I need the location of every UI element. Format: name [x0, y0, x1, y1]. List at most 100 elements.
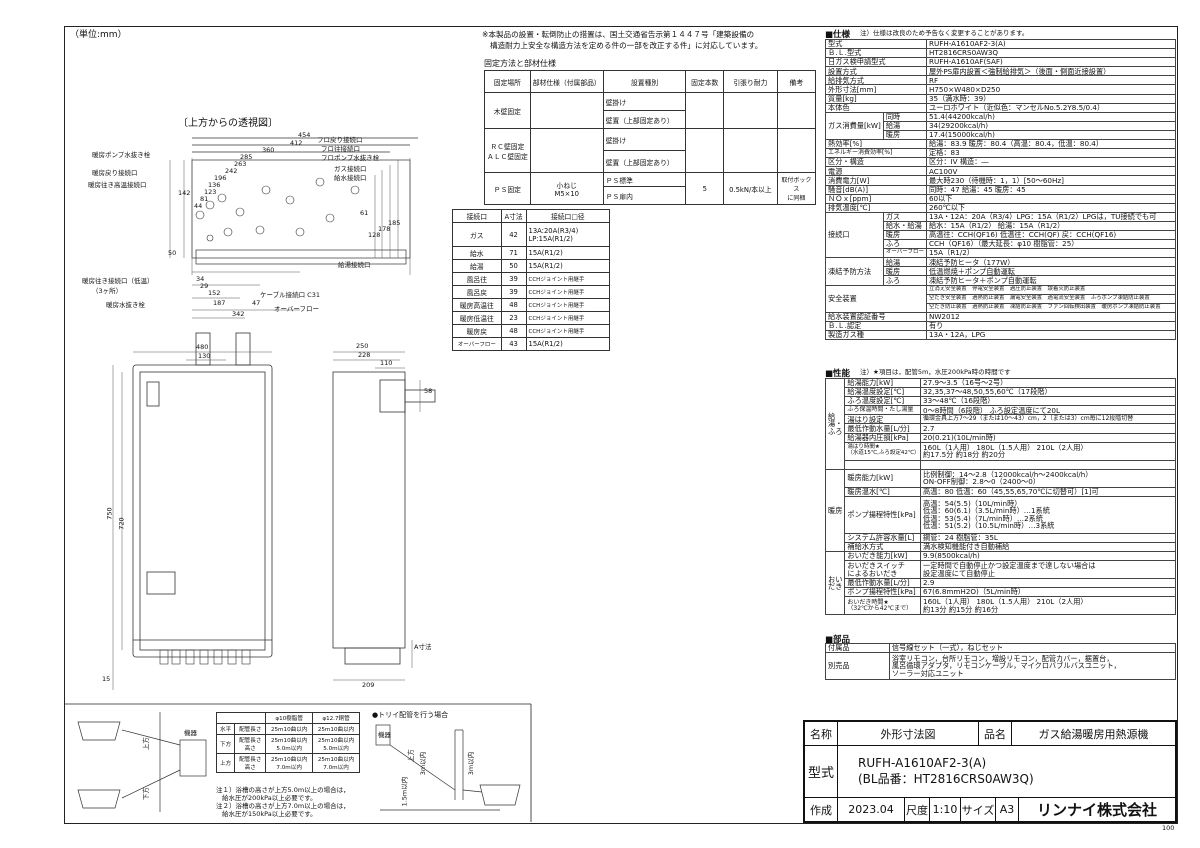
fixing-title: 固定方法と部材仕様 — [484, 59, 556, 68]
conn-size: CCHジョイント用継手 — [525, 311, 610, 325]
title-scale: 1:10 — [929, 797, 961, 822]
conn-size: 15A(R1/2) — [525, 259, 610, 273]
side-dim-209: 209 — [362, 681, 375, 689]
spec-value: 屋外PS扉内設置＜強制給排気＞（後面・側面近接設置） — [925, 66, 1177, 77]
label-three-places: （3ヶ所） — [92, 287, 123, 295]
pipe-header — [215, 712, 267, 724]
perf-value: 高温：54(5.5)（10L/min時） 低温：60(6.1)（3.5L/min… — [920, 495, 1176, 534]
conn-a: 48 — [500, 298, 527, 312]
notice-line-1: ※本製品の設置・転倒防止の措置は、国土交通省告示第１４４７号「建築設備の — [482, 30, 755, 39]
spec-label: 消費電力[W] — [825, 175, 927, 186]
spec-value: CCH（QF16）（最大延長：φ10 樹脂管：25） — [925, 239, 1177, 250]
fixing-type: 壁掛け — [602, 92, 687, 111]
spec-value: 凍結予防ヒータ＋ポンプ自動運転 — [925, 275, 1177, 286]
dim-360: 360 — [262, 146, 275, 154]
conn-name: 暖房高温往 — [452, 298, 502, 312]
perf-label: ふろ保温時間・たし湯量 — [844, 405, 922, 416]
title-date: 2023.04 — [837, 797, 905, 822]
pipe-header: φ12.7銅管 — [312, 712, 360, 724]
perf-label: 給湯器内圧損[kPa] — [844, 432, 922, 443]
perf-label: 暖房温水[℃] — [844, 486, 922, 497]
label-heating-high: 暖房往き高温接続口 — [88, 181, 147, 189]
title-company: リンナイ株式会社 — [1018, 797, 1176, 822]
page-number: 100 — [1162, 824, 1175, 832]
spec-sublabel: 暖房 — [882, 129, 927, 141]
parts-label: 別売品 — [825, 652, 890, 681]
fixing-type: 壁掛け — [602, 128, 687, 151]
perf-oidaki-label: おいだき — [824, 551, 846, 616]
spec-value: 13A・12A，LPG — [925, 329, 1177, 341]
perf-label: おいだき時間★ （32℃から42℃まで） — [844, 596, 922, 616]
perf-value: 2.9 — [920, 578, 1176, 589]
fixing-table: 固定場所 部材仕様（付属部品） 設置種別 固定本数 引張り耐力 備考 木壁固定壁… — [484, 70, 817, 205]
perf-label: システム許容水量[L] — [844, 532, 922, 543]
perf-label: 湯はり設定 — [844, 414, 922, 425]
spec-label: 給排気方式 — [825, 75, 927, 86]
pipe-val: 25m10曲以内 5.0m以内 — [312, 734, 360, 754]
spec-label: 日ガス検申請型式 — [825, 57, 927, 68]
dim-196: 196 — [214, 174, 227, 182]
perf-label: 最低作動水量[L/分] — [844, 578, 922, 589]
perf-label: 湯はり時間★ （水道15℃,ふろ設定42℃） — [844, 441, 922, 461]
dim-47: 47 — [252, 299, 261, 307]
fixing-header-member: 部材仕様（付属部品） — [529, 70, 604, 93]
pipe-kind: 配管長さ — [234, 723, 267, 735]
notice-line-2: 構造耐力上安全な構造方法を定める件の一部を改正する件」に対応しています。 — [490, 41, 763, 50]
spec-value: 60以下 — [925, 193, 1177, 204]
side-view-outline — [332, 371, 436, 665]
perf-value: 満水検知機能付き自動補給 — [920, 541, 1176, 553]
pipe-dir: 上方 — [215, 753, 236, 773]
perf-label: ポンプ揚程特性[kPa] — [844, 587, 922, 598]
perf-label: おいだき能力[kW] — [844, 551, 922, 562]
spec-value: HT2816CRS0AW3Q — [925, 48, 1177, 59]
spec-label: 本体色 — [825, 102, 927, 113]
spec-value: RUFH-A1610AF(SAF) — [925, 57, 1177, 68]
spec-label: 騒音[dB(A)] — [825, 184, 927, 195]
fixing-header-place: 固定場所 — [484, 70, 531, 93]
conn-header: A寸法 — [500, 209, 527, 223]
spec-value: 区分：IV 構造：― — [925, 157, 1177, 168]
dim-185: 185 — [388, 219, 401, 227]
perf-label: おいだきスイッチ によるおいだき — [844, 560, 922, 580]
perf-label: 給湯温度設定[℃] — [844, 387, 922, 398]
unit-note: （単位:mm） — [70, 30, 127, 40]
top-view-connectors — [195, 177, 360, 242]
perf-value: 20(0.21)(10L/min時) — [920, 432, 1176, 443]
conn-a: 43 — [500, 337, 527, 351]
spec-value: 15A（R1/2） — [925, 248, 1177, 259]
conn-header: 接続口□径 — [525, 209, 610, 223]
label-hot-water-port: 給湯接続口 — [338, 261, 371, 269]
front-view-bottom-fittings — [159, 649, 251, 665]
label-gas-port: ガス接続口 — [334, 165, 367, 173]
conn-name: 給水 — [452, 246, 502, 260]
parts-label: 付属品 — [825, 642, 890, 654]
spec-label: 製造ガス種 — [825, 329, 927, 341]
pipe-kind: 配管長さ 高さ — [234, 734, 267, 754]
side-dim-58: 58 — [424, 387, 433, 395]
conn-header: 接続口 — [452, 209, 502, 223]
perf-value: 鋼管：24 樹脂管：35L — [920, 532, 1176, 543]
spec-value: NW2012 — [925, 311, 1177, 322]
spec-value: 空だき防止装置 過熱防止装置 凍結防止装置 ファン回転検出装置 暖房ポンプ凍結防… — [925, 302, 1177, 313]
spec-sublabel: 給湯 — [882, 120, 927, 131]
spec-value: H750×W480×D250 — [925, 84, 1177, 95]
pipe-dir: 下方 — [215, 734, 236, 754]
title-model-cell: RUFH-A1610AF2-3(A) (BL品番：HT2816CRS0AW3Q) — [837, 745, 1176, 798]
perf-value: 一定時間で自動停止かつ設定温度まで達しない場合は 設定温度にて自動停止 — [920, 560, 1176, 580]
title-model-line1: RUFH-A1610AF2-3(A) — [858, 756, 987, 770]
conn-size: 15A(R1/2) — [525, 337, 610, 351]
install-label-up: 上方 — [141, 737, 150, 751]
fixing-type: 壁置（上部固定あり） — [602, 150, 687, 173]
conn-a: 39 — [500, 285, 527, 299]
conn-name: 風呂往 — [452, 272, 502, 286]
parts-header: ■部品 — [825, 635, 851, 645]
install-note-4: 給水圧が150kPa以上必要です。 — [222, 810, 317, 818]
fixing-header-count: 固定本数 — [685, 70, 725, 93]
conn-a: 71 — [500, 246, 527, 260]
label-heating-return: 暖房戻り接続口 — [92, 169, 138, 177]
trap-device: 機器 — [378, 731, 391, 739]
front-dim-480: 480 — [196, 343, 209, 351]
label-heating-low: 暖房往き接続口（低温） — [82, 277, 154, 285]
